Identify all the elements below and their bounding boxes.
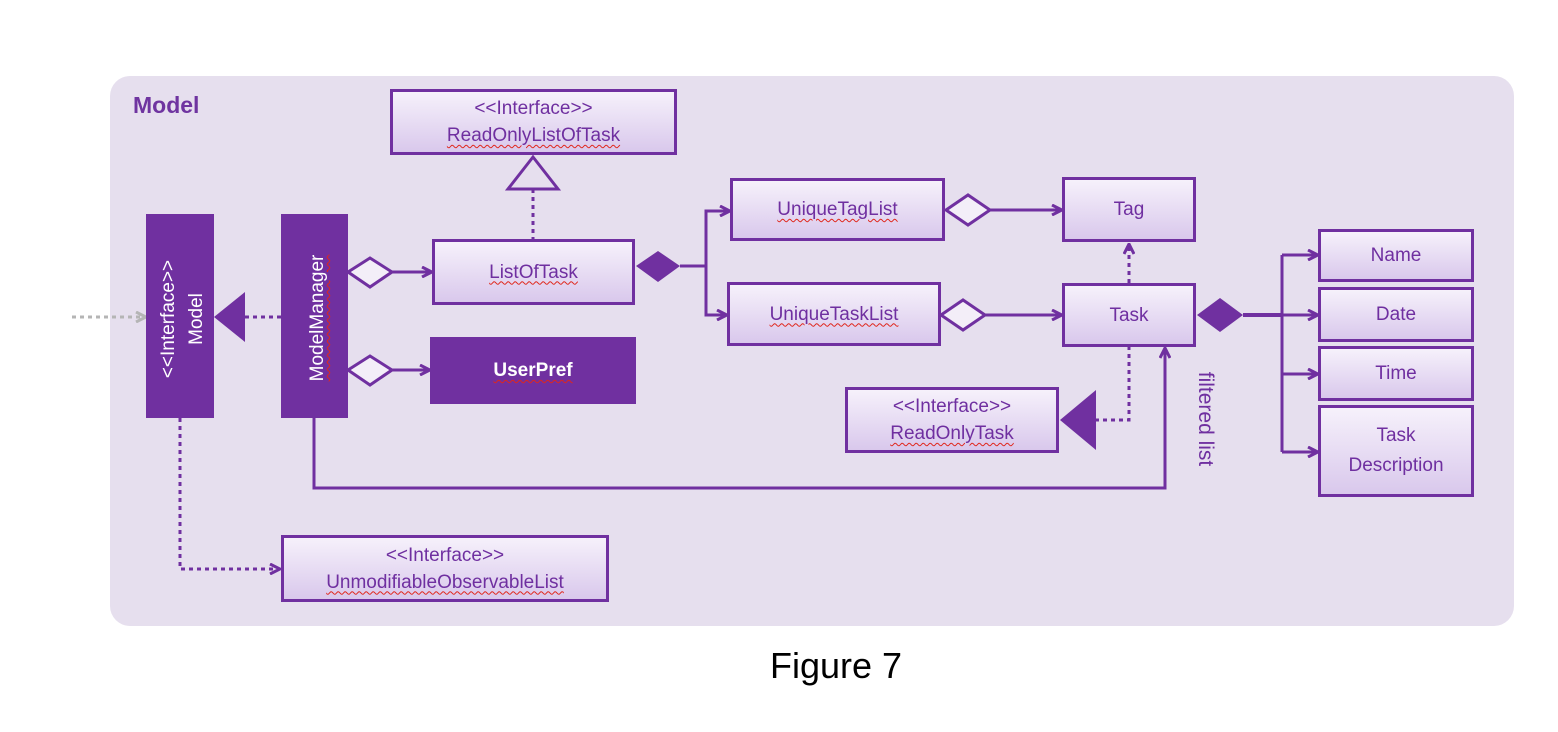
composition-diamond-task <box>1197 298 1243 332</box>
name-name: Name <box>1370 245 1422 266</box>
aggregation-diamond-tag <box>943 193 993 227</box>
task-name: Task <box>1109 304 1149 326</box>
realization-triangle-readonlytask <box>1060 390 1096 450</box>
unique-tag-list-name: UniqueTagList <box>777 199 898 220</box>
unique-task-list-class: UniqueTaskList <box>727 282 941 346</box>
readonly-list-of-task-stereotype: <<Interface>> <box>474 98 593 119</box>
time-class: Time <box>1318 346 1474 401</box>
date-name: Date <box>1375 304 1417 325</box>
unmodifiable-list-stereotype: <<Interface>> <box>385 544 505 566</box>
readonly-list-of-task-interface: <<Interface>> ReadOnlyListOfTask <box>390 89 677 155</box>
readonly-list-of-task-name: ReadOnlyListOfTask <box>446 125 621 146</box>
task-description-class: Task Description <box>1318 405 1474 497</box>
tag-name: Tag <box>1113 199 1145 220</box>
model-manager-class: ModelManager <box>281 214 348 418</box>
readonly-task-interface: <<Interface>> ReadOnlyTask <box>845 387 1059 453</box>
aggregation-diamond-userpref <box>345 354 395 387</box>
model-manager-name: ModelManager <box>307 254 328 382</box>
aggregation-diamond-listoftask <box>345 256 395 289</box>
user-pref-class: UserPref <box>430 337 636 404</box>
readonly-task-name: ReadOnlyTask <box>890 423 1014 444</box>
unique-tag-list-class: UniqueTagList <box>730 178 945 241</box>
unique-task-list-name: UniqueTaskList <box>769 303 899 325</box>
task-class: Task <box>1062 283 1196 347</box>
task-description-line2: Description <box>1348 455 1444 476</box>
date-class: Date <box>1318 287 1474 342</box>
unmodifiable-list-name: UnmodifiableObservableList <box>326 571 564 593</box>
realization-triangle-model <box>214 292 245 342</box>
list-of-task-class: ListOfTask <box>432 239 635 305</box>
filtered-list-text: filtered list <box>1194 371 1217 467</box>
package-title: Model <box>133 92 200 118</box>
time-name: Time <box>1375 363 1417 384</box>
aggregation-diamond-task <box>938 298 988 332</box>
realization-line-task <box>1096 346 1131 422</box>
realization-triangle-readonlylist <box>504 154 562 191</box>
user-pref-name: UserPref <box>493 360 573 381</box>
figure-caption: Figure 7 <box>769 645 903 686</box>
unmodifiable-list-interface: <<Interface>> UnmodifiableObservableList <box>281 535 609 602</box>
dependency-model-unmodifiable <box>178 418 280 569</box>
model-interface-class: <<Interface>> Model <box>146 214 214 418</box>
task-description-line1: Task <box>1376 425 1416 446</box>
readonly-task-stereotype: <<Interface>> <box>892 396 1012 417</box>
name-class: Name <box>1318 229 1474 282</box>
model-interface-stereotype: <<Interface>> <box>158 259 179 379</box>
filtered-list-association <box>312 348 1165 490</box>
tag-class: Tag <box>1062 177 1196 242</box>
composition-diamond-listoftask <box>636 251 680 282</box>
filtered-list-label: filtered list <box>1191 364 1219 474</box>
list-of-task-name: ListOfTask <box>489 261 578 283</box>
model-interface-name: Model <box>186 293 207 345</box>
